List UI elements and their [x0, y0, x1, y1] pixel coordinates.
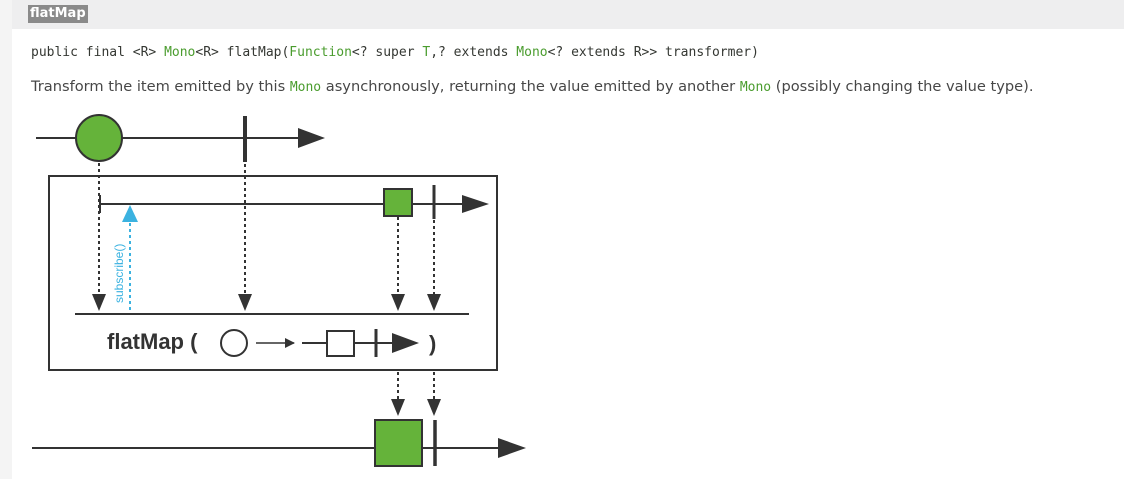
- description-part-3: (possibly changing the value type).: [771, 78, 1034, 95]
- inner-timeline-arrow-icon: [462, 195, 489, 213]
- down-arrow-icon: [238, 294, 252, 311]
- left-gutter: [0, 0, 12, 479]
- inner-timeline: [99, 185, 489, 219]
- mono-code-link-1[interactable]: Mono: [289, 80, 322, 95]
- inner-item-marble: [383, 188, 413, 217]
- operator-box: [48, 175, 498, 371]
- operator-closing-paren: ): [429, 331, 436, 356]
- signature-generic-3: <? extends R>> transformer): [547, 45, 759, 60]
- mono-code-link-2[interactable]: Mono: [739, 80, 772, 95]
- mono-return-type-link[interactable]: Mono: [164, 45, 196, 60]
- drop-arrowheads-bottom: [391, 399, 441, 416]
- timeline-arrow-icon: [298, 128, 325, 148]
- method-header-bar: [12, 0, 1124, 29]
- down-arrow-icon: [92, 294, 106, 311]
- drop-arrows-top: [98, 163, 435, 296]
- function-output-mini-timeline: [302, 329, 419, 357]
- function-type-link[interactable]: Function: [289, 45, 352, 60]
- function-input-circle-icon: [220, 329, 248, 357]
- method-signature: public final <R> Mono<R> flatMap(Functio…: [31, 44, 759, 61]
- signature-generic-1: <? super: [351, 45, 423, 60]
- operator-label: flatMap (: [107, 329, 198, 354]
- down-arrow-icon: [391, 294, 405, 311]
- signature-prefix: public final <R>: [31, 45, 165, 60]
- mono-param-type-link[interactable]: Mono: [516, 45, 548, 60]
- down-arrow-icon: [391, 399, 405, 416]
- description-part-2: asynchronously, returning the value emit…: [321, 78, 740, 95]
- source-timeline: [36, 114, 325, 162]
- drop-arrowheads-top: [92, 294, 441, 311]
- subscribe-arrow-icon: [122, 205, 138, 222]
- result-timeline: [32, 419, 526, 467]
- down-arrow-icon: [427, 294, 441, 311]
- down-arrow-icon: [427, 399, 441, 416]
- signature-generic-2: ,? extends: [430, 45, 517, 60]
- method-description: Transform the item emitted by this Mono …: [31, 77, 1033, 98]
- description-part-1: Transform the item emitted by this: [31, 78, 290, 95]
- mini-arrow-icon: [392, 333, 419, 353]
- subscribe-label: subscribe(): [112, 244, 126, 303]
- drop-arrows-bottom: [397, 372, 435, 401]
- subscribe-arrow: [122, 205, 138, 310]
- type-param-t-link[interactable]: T: [422, 45, 431, 60]
- source-item-marble: [75, 114, 123, 162]
- result-item-marble: [374, 419, 423, 467]
- method-title: flatMap: [28, 5, 88, 23]
- result-timeline-arrow-icon: [498, 438, 526, 458]
- mini-square-icon: [326, 330, 355, 357]
- signature-return-generic: <R> flatMap(: [195, 45, 290, 60]
